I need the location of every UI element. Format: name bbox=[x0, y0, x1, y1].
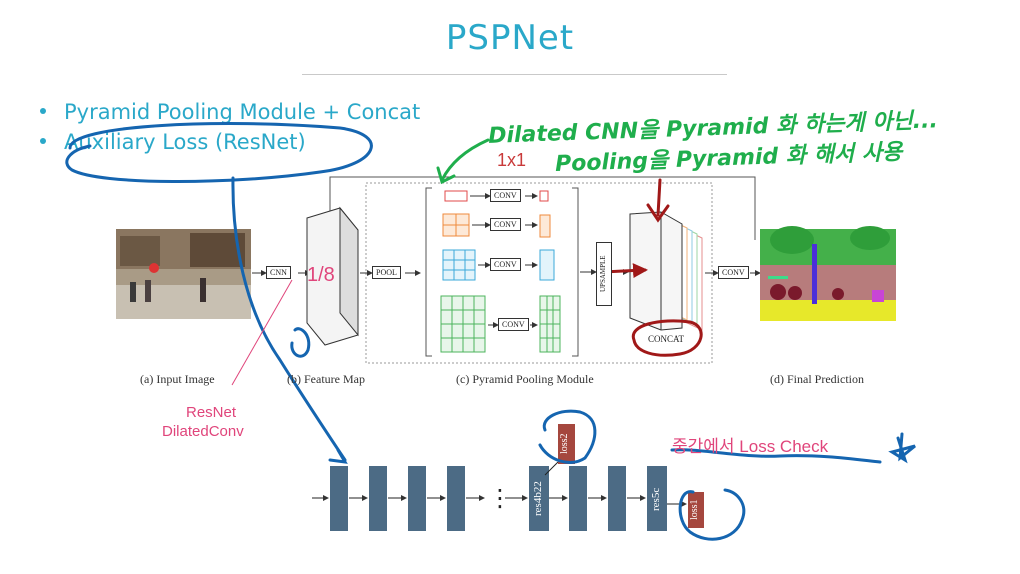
ellipsis-icon: ⋮ bbox=[488, 484, 512, 512]
slide-title: PSPNet bbox=[445, 18, 575, 58]
conv-box-2: CONV bbox=[490, 218, 521, 231]
scale-annotation: 1/8 bbox=[307, 264, 335, 286]
caption-final-prediction: (d) Final Prediction bbox=[770, 372, 864, 386]
bullet-text: Auxiliary Loss (ResNet) bbox=[64, 130, 306, 154]
pool-box: POOL bbox=[372, 266, 401, 279]
final-prediction-image bbox=[760, 226, 896, 321]
conv-box-final: CONV bbox=[718, 266, 749, 279]
pool-level-1 bbox=[444, 190, 549, 202]
bullet-item: Auxiliary Loss (ResNet) bbox=[40, 130, 306, 154]
dilatedconv-annotation: DilatedConv bbox=[162, 423, 244, 440]
concat-stack bbox=[629, 211, 703, 331]
resnet-annotation: ResNet bbox=[186, 404, 237, 421]
upsample-box: UPSAMPLE bbox=[596, 242, 612, 306]
pool-size-annotation: 1x1 bbox=[497, 150, 527, 170]
green-pen-arrow bbox=[436, 138, 490, 185]
conv-box-1: CONV bbox=[490, 189, 521, 202]
caption-pyramid-module: (c) Pyramid Pooling Module bbox=[456, 372, 594, 386]
bullet-text: Pyramid Pooling Module + Concat bbox=[64, 100, 421, 124]
caption-input-image: (a) Input Image bbox=[140, 372, 215, 386]
bullet-item: Pyramid Pooling Module + Concat bbox=[40, 100, 420, 124]
conv-box-4: CONV bbox=[498, 318, 529, 331]
resnet-chain bbox=[312, 424, 704, 531]
loss2-label: loss2 bbox=[559, 433, 570, 455]
pool-level-3 bbox=[442, 249, 555, 281]
caption-feature-map: (b) Feature Map bbox=[287, 372, 365, 386]
feature-map bbox=[306, 206, 359, 346]
resnet-pointer-line bbox=[231, 279, 293, 386]
red-pen-annotations bbox=[601, 178, 703, 357]
bullet-dot-icon bbox=[40, 108, 46, 114]
loss1-label: loss1 bbox=[689, 499, 700, 521]
pool-level-4 bbox=[440, 295, 561, 353]
res4b22-label: res4b22 bbox=[532, 481, 544, 517]
title-divider bbox=[302, 74, 727, 75]
res5c-label: res5c bbox=[650, 487, 662, 511]
conv-box-3: CONV bbox=[490, 258, 521, 271]
loss-check-annotation: 중간에서 Loss Check bbox=[672, 437, 829, 456]
concat-label: CONCAT bbox=[648, 334, 685, 344]
bullet-dot-icon bbox=[40, 138, 46, 144]
cnn-box: CNN bbox=[266, 266, 291, 279]
blue-pen-annotations bbox=[65, 122, 916, 541]
pool-level-2 bbox=[442, 213, 551, 238]
input-image bbox=[116, 229, 251, 319]
